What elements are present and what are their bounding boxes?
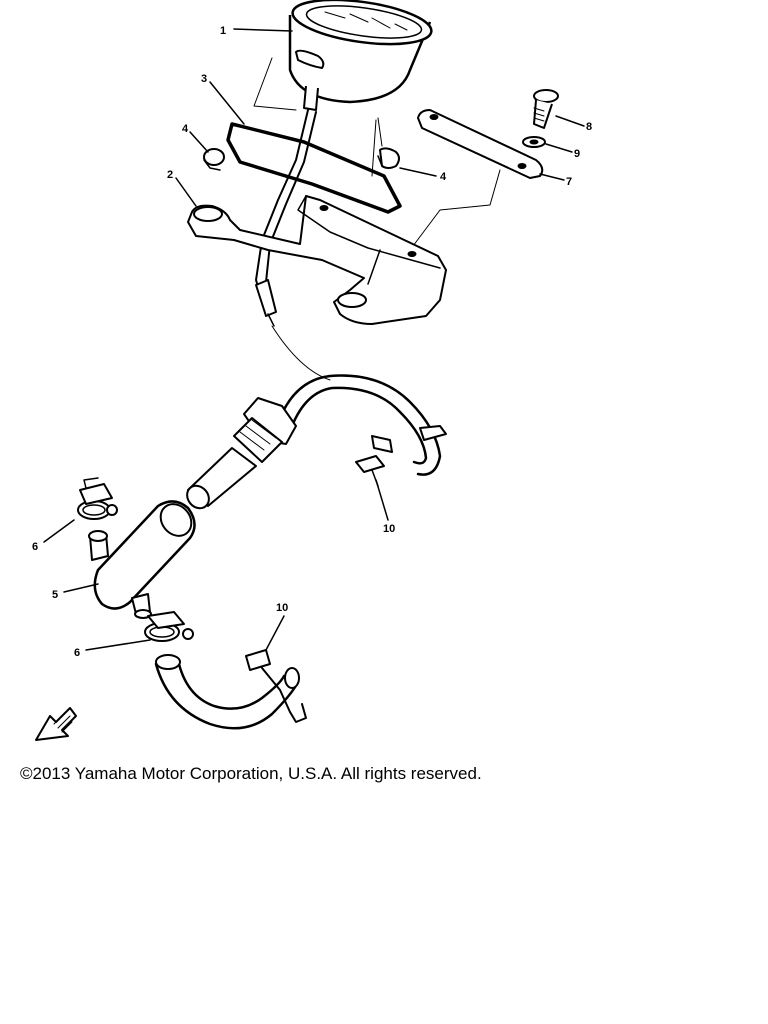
callout-2: 2 [167, 169, 173, 181]
callout-4-left: 4 [182, 123, 189, 135]
part-10-clamp-upper [355, 455, 385, 487]
parts-diagram: 1 3 4 2 4 7 8 9 10 6 5 6 10 [32, 0, 592, 741]
part-1-meter [255, 0, 433, 327]
callout-6-lower: 6 [74, 647, 80, 659]
callout-6-upper: 6 [32, 541, 38, 553]
callout-8: 8 [586, 121, 592, 133]
part-9-washer [522, 136, 546, 148]
callout-3: 3 [201, 73, 207, 85]
callout-10-upper: 10 [383, 523, 395, 535]
callout-1: 1 [220, 25, 226, 37]
callout-7: 7 [566, 176, 572, 188]
part-3-gasket [226, 122, 402, 214]
part-7-plate [417, 109, 544, 179]
callout-labels: 1 3 4 2 4 7 8 9 10 6 5 6 10 [32, 25, 592, 659]
forward-arrow-icon [35, 707, 77, 741]
callout-9: 9 [574, 148, 580, 160]
copyright-notice: ©2013 Yamaha Motor Corporation, U.S.A. A… [20, 764, 482, 783]
part-4-grommet-left [203, 148, 225, 171]
sensor-hose-assembly [186, 374, 447, 510]
part-10-bracket-lower [245, 649, 307, 723]
part-6-hose-clamp-lower [144, 611, 194, 642]
callout-4-right: 4 [440, 171, 447, 183]
part-6-hose-clamp-upper [77, 477, 118, 520]
callout-5: 5 [52, 589, 58, 601]
part-8-bolt [533, 89, 559, 129]
part-5-junction [88, 500, 196, 619]
part-2-bracket [187, 195, 447, 325]
leader-lines [43, 28, 585, 651]
lower-hose [154, 654, 300, 730]
guide-lines [253, 57, 501, 381]
callout-10-lower: 10 [276, 602, 288, 614]
part-4-grommet-right [377, 147, 400, 169]
